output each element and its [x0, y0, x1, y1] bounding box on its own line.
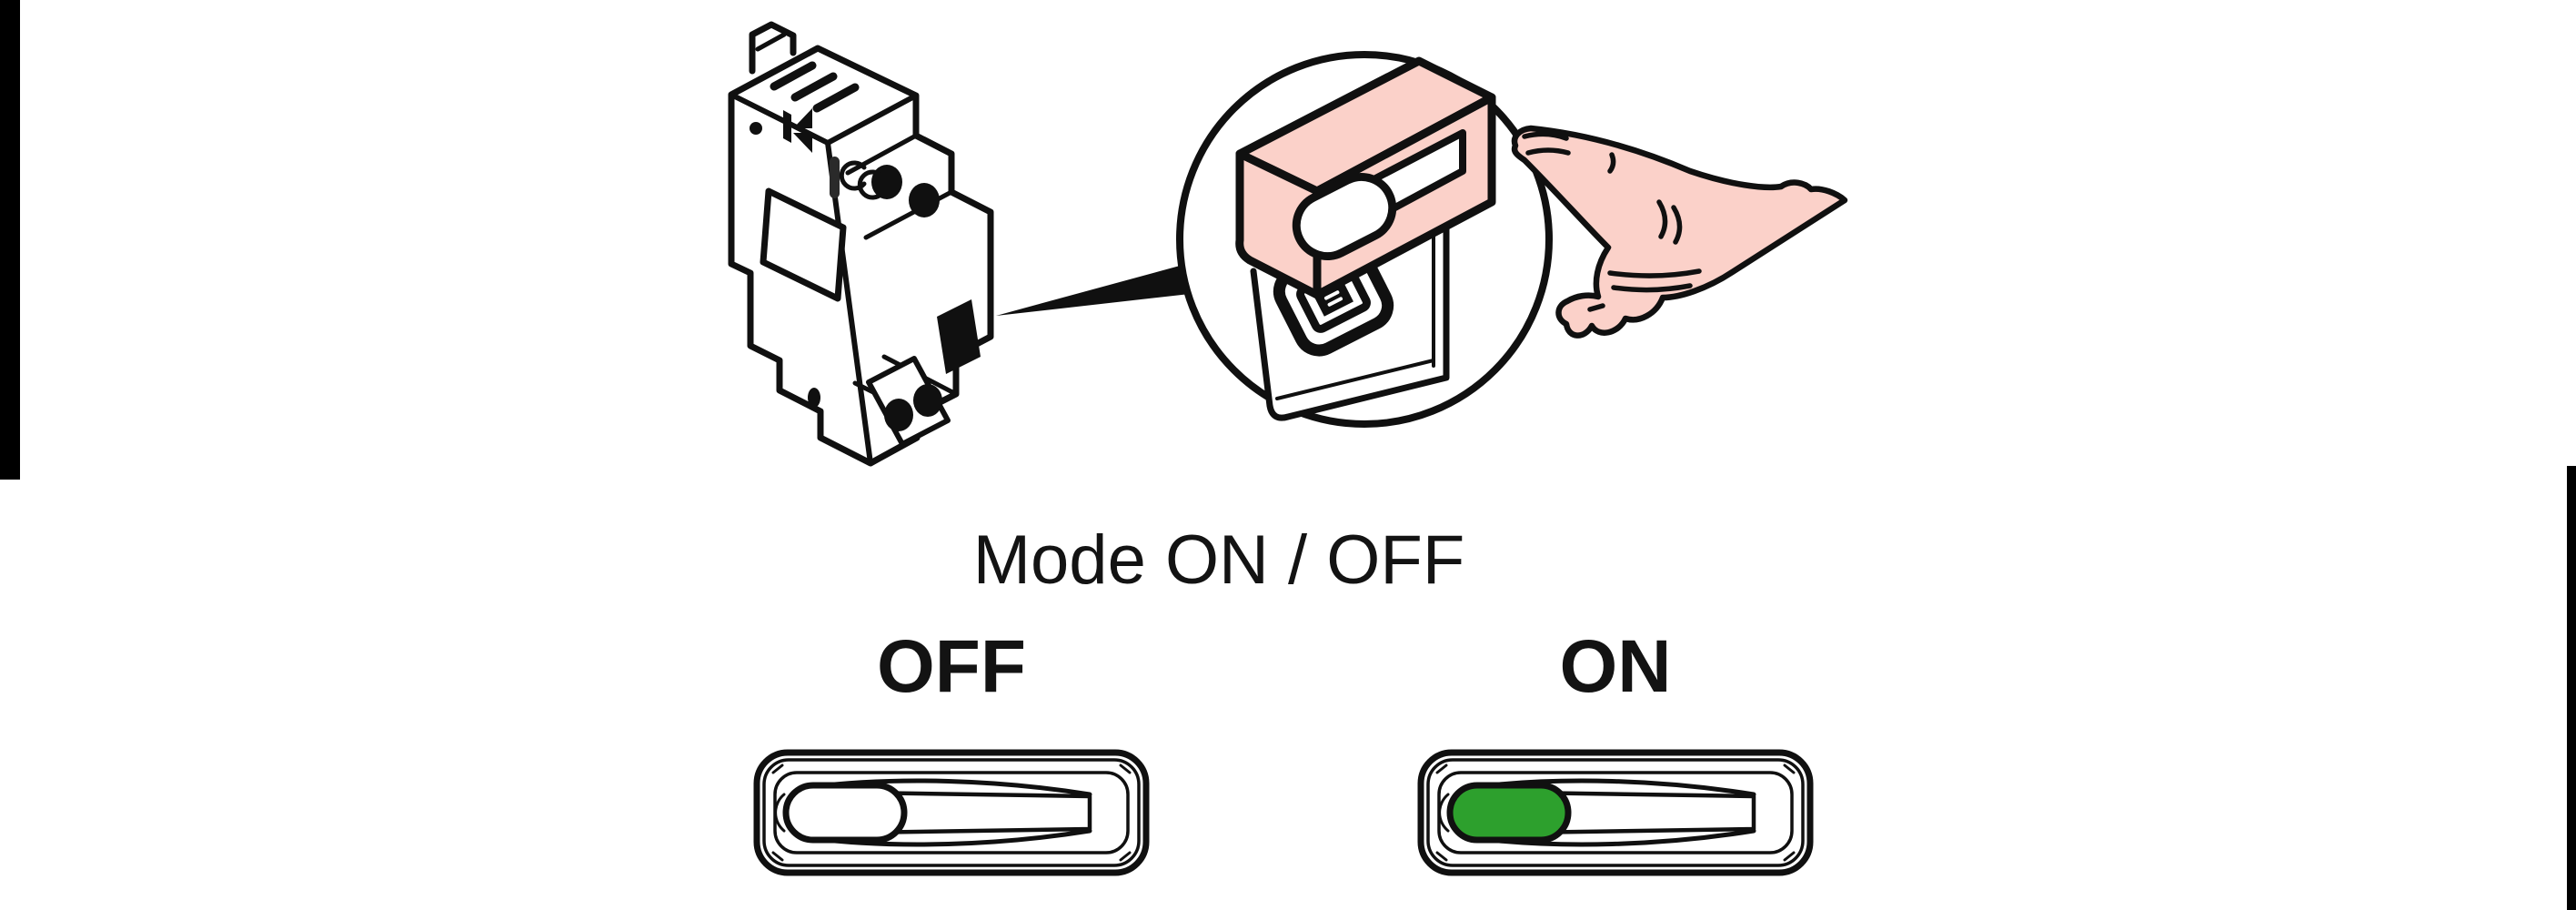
page-edge-mark-left — [0, 0, 20, 480]
figure-heading: Mode ON / OFF — [972, 521, 1465, 599]
page-edge-mark-right — [2567, 466, 2576, 910]
hand-detail-lines — [1522, 131, 1702, 312]
toggle-track — [856, 790, 1092, 835]
label-plate — [760, 187, 847, 302]
terminal-screw-icon — [909, 183, 940, 217]
mode-button-icon — [1235, 56, 1496, 299]
buzzer-icon — [783, 108, 812, 153]
mode-button-illustration — [728, 21, 1848, 467]
terminal-screw-icon — [884, 399, 913, 431]
toggle-knob-on — [1446, 782, 1572, 844]
switch-label-off: OFF — [877, 625, 1026, 708]
terminal-block — [937, 299, 981, 374]
mode-button-side-face — [1235, 149, 1322, 299]
led-dot-icon — [750, 122, 762, 135]
terminal-screw-icon — [913, 384, 942, 417]
ce-mark-icon — [839, 160, 885, 200]
vent-slits — [770, 61, 860, 113]
terminal-screw-icon — [871, 165, 902, 199]
mode-button-knob — [1292, 172, 1397, 261]
pointing-hand-icon — [1511, 125, 1848, 339]
toggle-switch-on-drawing — [1417, 749, 1814, 876]
toggle-track — [1520, 790, 1756, 835]
callout-pointer — [996, 263, 1190, 316]
magnifier-callout — [1176, 51, 1848, 428]
toggle-knob-off — [782, 782, 908, 844]
front-slot — [830, 157, 840, 198]
toggle-switch-off-drawing — [753, 749, 1150, 876]
switch-label-on: ON — [1559, 625, 1672, 708]
din-rail-module-icon — [728, 21, 994, 467]
